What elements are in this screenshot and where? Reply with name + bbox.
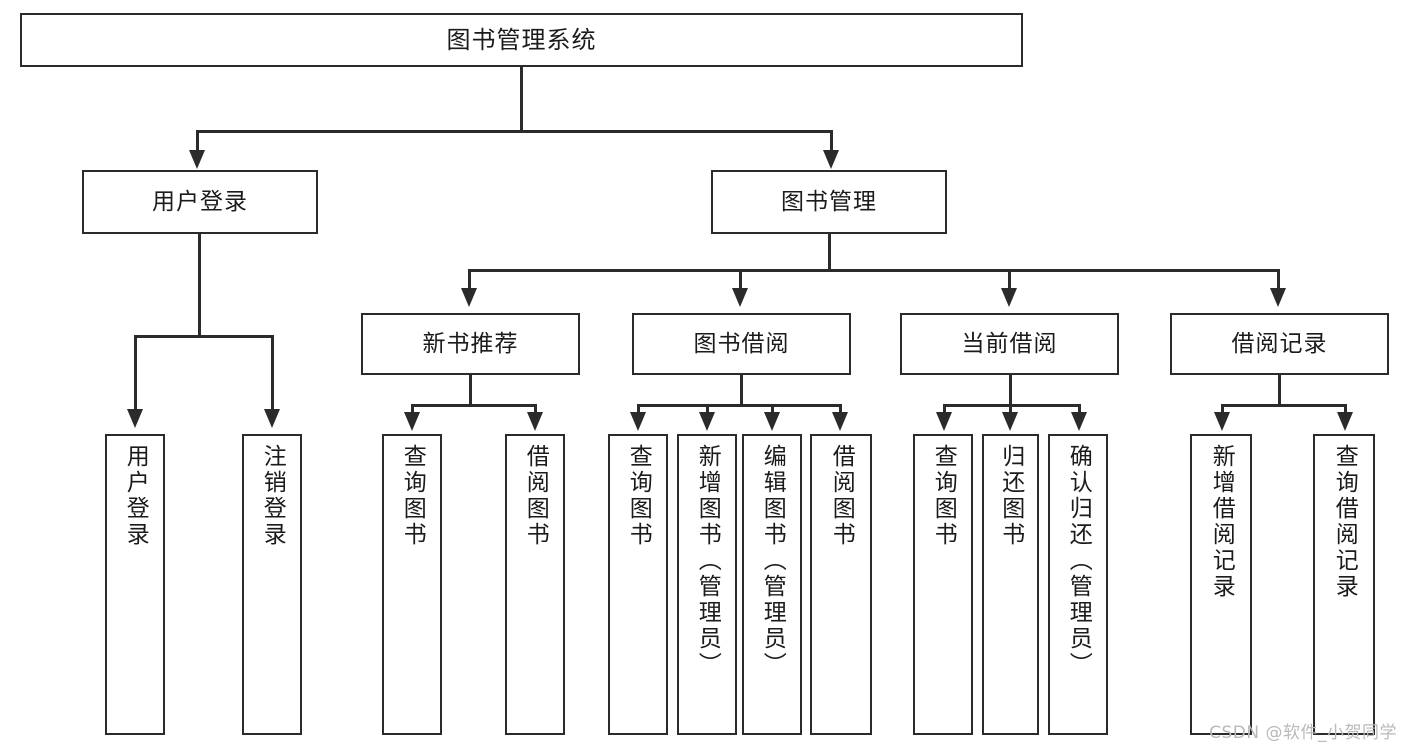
- arrowhead-leaf-borrow-book-recommend: [527, 412, 543, 431]
- node-label: 确认归还（管理员）: [1065, 444, 1092, 678]
- connector-borrow-record-branch-1: [1221, 404, 1224, 414]
- connector-to-current-borrow: [1008, 269, 1011, 290]
- arrowhead-root-to-user-login: [189, 150, 205, 169]
- node-book-manage[interactable]: 图书管理: [711, 170, 947, 234]
- node-label: 借阅记录: [1231, 330, 1328, 357]
- node-label: 查询借阅记录: [1331, 444, 1358, 600]
- node-book-borrow[interactable]: 图书借阅: [632, 313, 851, 375]
- connector-current-borrow-stem: [1009, 375, 1012, 406]
- connector-root-stem: [520, 67, 523, 130]
- connector-root-bar: [196, 130, 833, 133]
- leaf-borrow-book[interactable]: 借阅图书: [810, 434, 872, 735]
- connector-book-borrow-bar: [637, 404, 841, 407]
- node-label: 用户登录: [122, 444, 149, 548]
- node-label: 当前借阅: [961, 330, 1058, 357]
- arrowhead-leaf-confirm-return: [1071, 412, 1087, 431]
- node-current-borrow[interactable]: 当前借阅: [900, 313, 1119, 375]
- connector-book-borrow-branch-3: [771, 404, 774, 414]
- node-user-login[interactable]: 用户登录: [82, 170, 318, 234]
- connector-new-book-recommend-stem: [469, 375, 472, 406]
- leaf-edit-book[interactable]: 编辑图书（管理员）: [742, 434, 802, 735]
- leaf-query-borrow-record[interactable]: 查询借阅记录: [1313, 434, 1375, 735]
- leaf-add-book[interactable]: 新增图书（管理员）: [677, 434, 737, 735]
- leaf-logout[interactable]: 注销登录: [242, 434, 302, 735]
- arrowhead-leaf-return-book: [1002, 412, 1018, 431]
- node-borrow-record[interactable]: 借阅记录: [1170, 313, 1389, 375]
- arrowhead-leaf-edit-book: [764, 412, 780, 431]
- connector-new-book-recommend-bar: [411, 404, 536, 407]
- arrowhead-leaf-query-book-borrow: [630, 412, 646, 431]
- node-label: 图书管理: [781, 188, 877, 215]
- node-label: 查询图书: [399, 444, 426, 548]
- arrowhead-current-borrow: [1001, 288, 1017, 307]
- leaf-borrow-book-recommend[interactable]: 借阅图书: [505, 434, 565, 735]
- connector-book-borrow-branch-1: [637, 404, 640, 414]
- connector-current-borrow-bar: [943, 404, 1081, 407]
- leaf-query-book-recommend[interactable]: 查询图书: [382, 434, 442, 735]
- node-label: 新增图书（管理员）: [694, 444, 721, 678]
- arrowhead-leaf-add-borrow-record: [1214, 412, 1230, 431]
- connector-to-borrow-record: [1277, 269, 1280, 290]
- node-label: 查询图书: [930, 444, 957, 548]
- connector-to-new-book-recommend: [468, 269, 471, 290]
- arrowhead-leaf-logout: [264, 409, 280, 428]
- arrowhead-borrow-record: [1270, 288, 1286, 307]
- connector-current-borrow-branch-2: [1009, 404, 1012, 414]
- arrowhead-leaf-add-book: [699, 412, 715, 431]
- csdn-watermark: CSDN @软件_小贺同学: [1209, 723, 1397, 743]
- node-label: 借阅图书: [522, 444, 549, 548]
- connector-root-to-book-manage: [830, 130, 833, 152]
- arrowhead-leaf-query-book-recommend: [404, 412, 420, 431]
- connector-book-borrow-branch-4: [839, 404, 842, 414]
- node-root-system[interactable]: 图书管理系统: [20, 13, 1023, 67]
- connector-book-manage-stem: [828, 234, 831, 271]
- connector-current-borrow-branch-3: [1078, 404, 1081, 414]
- arrowhead-leaf-user-login: [127, 409, 143, 428]
- connector-user-login-branch-left: [134, 335, 137, 411]
- arrowhead-leaf-query-book-current: [936, 412, 952, 431]
- node-label: 新书推荐: [422, 330, 519, 357]
- node-label: 归还图书: [997, 444, 1024, 548]
- node-label: 查询图书: [625, 444, 652, 548]
- node-label: 注销登录: [259, 444, 286, 548]
- connector-book-borrow-branch-2: [706, 404, 709, 414]
- leaf-query-book-current[interactable]: 查询图书: [913, 434, 973, 735]
- node-label: 图书管理系统: [446, 26, 597, 54]
- arrowhead-leaf-borrow-book: [832, 412, 848, 431]
- arrowhead-leaf-query-borrow-record: [1337, 412, 1353, 431]
- node-label: 新增借阅记录: [1208, 444, 1235, 600]
- arrowhead-new-book-recommend: [461, 288, 477, 307]
- node-label: 用户登录: [152, 188, 248, 215]
- connector-new-book-recommend-branch-2: [534, 404, 537, 414]
- leaf-return-book[interactable]: 归还图书: [982, 434, 1039, 735]
- arrowhead-root-to-book-manage: [823, 150, 839, 169]
- connector-book-borrow-stem: [740, 375, 743, 406]
- connector-borrow-record-bar: [1221, 404, 1345, 407]
- arrowhead-book-borrow: [732, 288, 748, 307]
- node-label: 图书借阅: [693, 330, 790, 357]
- leaf-add-borrow-record[interactable]: 新增借阅记录: [1190, 434, 1252, 735]
- connector-borrow-record-stem: [1278, 375, 1281, 406]
- connector-to-book-borrow: [739, 269, 742, 290]
- leaf-user-login[interactable]: 用户登录: [105, 434, 165, 735]
- connector-user-login-branch-right: [271, 335, 274, 411]
- leaf-query-book-borrow[interactable]: 查询图书: [608, 434, 668, 735]
- connector-current-borrow-branch-1: [943, 404, 946, 414]
- connector-user-login-stem: [198, 234, 201, 335]
- connector-borrow-record-branch-2: [1344, 404, 1347, 414]
- node-new-book-recommend[interactable]: 新书推荐: [361, 313, 580, 375]
- connector-book-manage-bar: [468, 269, 1280, 272]
- node-label: 借阅图书: [828, 444, 855, 548]
- connector-user-login-bar: [134, 335, 273, 338]
- connector-root-to-user-login: [196, 130, 199, 152]
- node-label: 编辑图书（管理员）: [759, 444, 786, 678]
- connector-new-book-recommend-branch-1: [411, 404, 414, 414]
- leaf-confirm-return[interactable]: 确认归还（管理员）: [1048, 434, 1108, 735]
